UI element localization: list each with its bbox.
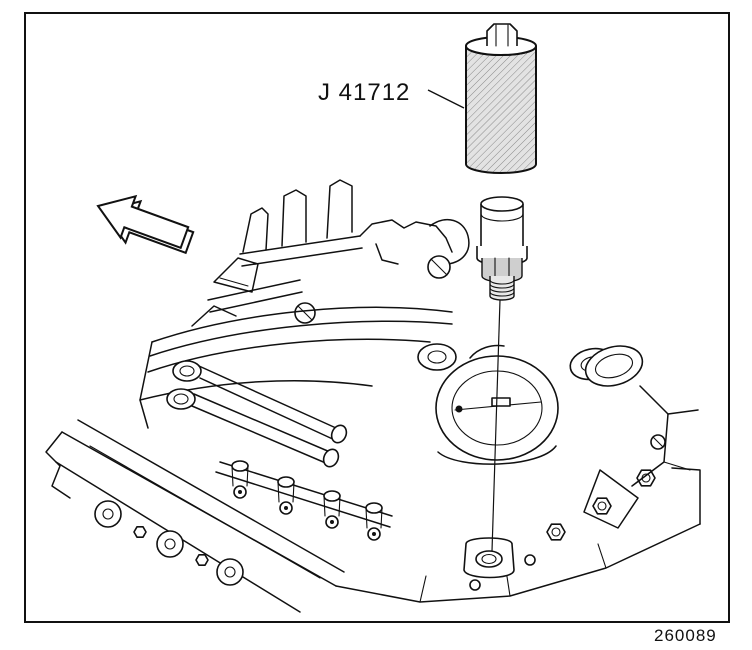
- tool-j41712-illustration: [465, 23, 537, 552]
- direction-arrow-icon: [96, 194, 195, 255]
- figure-border: [24, 12, 730, 623]
- fuel-injector: [365, 502, 383, 541]
- engine-line-art: [45, 179, 701, 613]
- upper-bracket-cluster: [191, 179, 470, 327]
- fuel-injector: [231, 460, 249, 499]
- label-leader-line: [427, 89, 465, 109]
- fuel-injector: [323, 490, 341, 529]
- port-hole: [475, 550, 503, 568]
- injector-row: [215, 460, 393, 541]
- tool-adapter: [476, 196, 528, 301]
- tool-hex-nut: [486, 23, 518, 46]
- figure-number: 260089: [654, 626, 717, 645]
- right-bracket: [583, 345, 699, 529]
- fuel-injector: [277, 476, 295, 515]
- tool-pointer-line: [491, 299, 501, 552]
- tool-knurled-handle: [465, 23, 537, 174]
- valve-cover: [45, 419, 345, 613]
- engine-block-bottom: [335, 467, 701, 603]
- fuel-rail: [166, 360, 348, 468]
- tool-label: J 41712: [318, 79, 410, 106]
